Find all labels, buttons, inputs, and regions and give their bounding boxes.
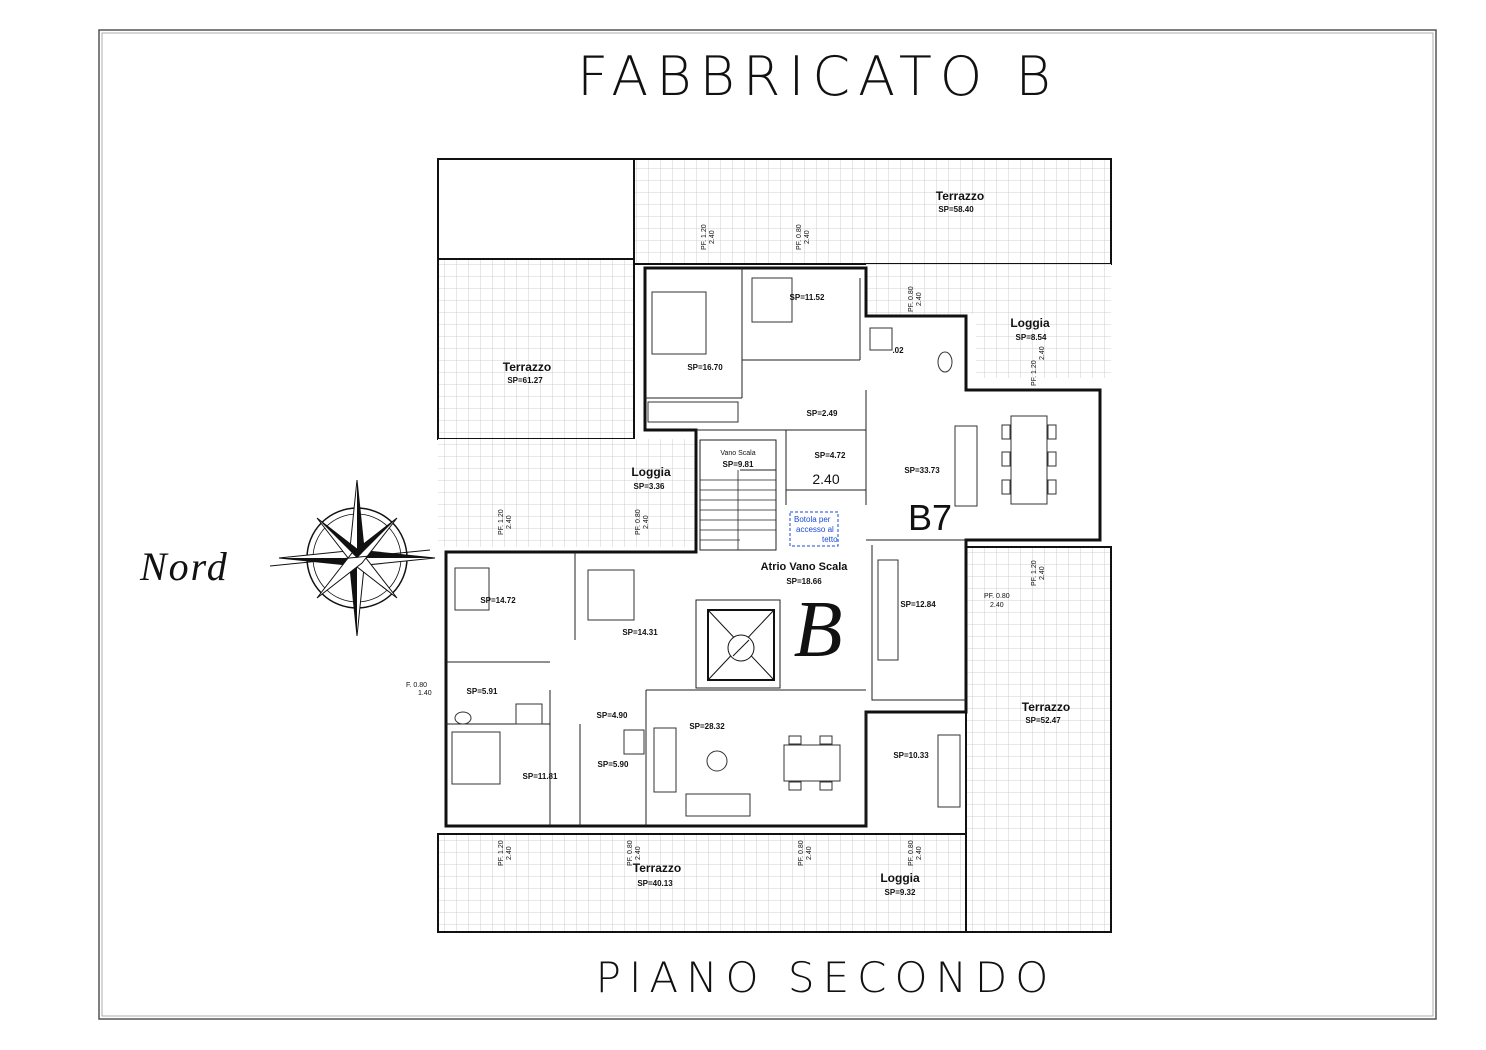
svg-text:2.40: 2.40 — [506, 515, 513, 529]
terrace-east — [965, 546, 1112, 933]
svg-text:PF. 0.80: PF. 0.80 — [796, 224, 803, 250]
terrace-north-east — [866, 264, 1111, 314]
terrace-south — [437, 833, 967, 933]
loggia-label: Loggia — [880, 871, 920, 885]
loggia-area: SP=8.54 — [1016, 333, 1047, 342]
terrace-area: SP=40.13 — [637, 879, 673, 888]
room-area: SP=12.84 — [900, 600, 936, 609]
unit-code: B7 — [908, 497, 952, 538]
room-area: SP=11.52 — [790, 293, 825, 302]
svg-text:F. 0.80: F. 0.80 — [406, 682, 427, 689]
room-area: SP=4.90 — [597, 711, 628, 720]
svg-text:2.40: 2.40 — [916, 846, 923, 860]
svg-text:PF. 0.80: PF. 0.80 — [984, 593, 1010, 600]
room-area: SP=33.73 — [904, 466, 940, 475]
loggia-area: SP=9.32 — [885, 888, 916, 897]
svg-text:PF. 0.80: PF. 0.80 — [798, 840, 805, 866]
hatch-outline — [789, 511, 839, 547]
room-area: SP=16.70 — [687, 363, 723, 372]
terrace-area: SP=52.47 — [1025, 716, 1061, 725]
terrace-label: Terrazzo — [633, 861, 681, 875]
building-letter: B — [794, 586, 843, 674]
elevator-shaft — [707, 609, 775, 681]
terrace-north — [633, 158, 1112, 265]
loggia-label: Loggia — [1010, 316, 1050, 330]
svg-text:2.40: 2.40 — [506, 846, 513, 860]
hatch-note: accesso al — [796, 525, 834, 534]
svg-text:PF. 0.80: PF. 0.80 — [627, 840, 634, 866]
terrace-area: SP=58.40 — [938, 205, 974, 214]
terrace-area: SP=61.27 — [507, 376, 543, 385]
stair-label: Vano Scala — [720, 450, 755, 457]
sheet-frame-inner — [101, 32, 1434, 1017]
loggia-area: SP=3.36 — [634, 482, 665, 491]
svg-text:1.40: 1.40 — [418, 690, 432, 697]
room-area: SP=4.72 — [815, 451, 846, 460]
room-area: SP=2.49 — [807, 409, 838, 418]
svg-text:2.40: 2.40 — [635, 846, 642, 860]
svg-text:PF. 1.20: PF. 1.20 — [498, 840, 505, 866]
svg-text:2.40: 2.40 — [1039, 346, 1046, 360]
north-label: Nord — [139, 544, 229, 589]
svg-text:2.40: 2.40 — [709, 230, 716, 244]
atrium-label: Atrio Vano Scala — [761, 561, 849, 573]
svg-text:PF. 1.20: PF. 1.20 — [701, 224, 708, 250]
room-area: SP=28.32 — [689, 722, 725, 731]
svg-text:2.40: 2.40 — [806, 846, 813, 860]
terrace-label: Terrazzo — [503, 360, 551, 374]
svg-text:2.40: 2.40 — [990, 602, 1004, 609]
svg-text:PF. 0.80: PF. 0.80 — [908, 840, 915, 866]
drawing-title: FABBRICATO B — [577, 45, 1059, 108]
room-area: SP=5.91 — [467, 687, 498, 696]
compass-rose-icon — [278, 479, 436, 637]
interior-walls — [446, 268, 966, 826]
stair-area: SP=9.81 — [723, 460, 754, 469]
svg-text:PF. 1.20: PF. 1.20 — [1031, 360, 1038, 386]
sheet-frame — [98, 29, 1437, 1020]
room-area: SP=10.33 — [893, 751, 929, 760]
terrace-west — [437, 258, 635, 440]
stair-dimension: 2.40 — [812, 471, 839, 487]
roof-corner — [437, 158, 635, 260]
svg-text:2.40: 2.40 — [643, 515, 650, 529]
terrace-label: Terrazzo — [1022, 700, 1070, 714]
room-area: SP=14.31 — [622, 628, 658, 637]
svg-text:2.40: 2.40 — [916, 292, 923, 306]
svg-text:PF. 0.80: PF. 0.80 — [635, 509, 642, 535]
building-outline — [444, 266, 1102, 828]
drawing-subtitle: PIANO SECONDO — [596, 953, 1057, 1002]
room-area: SP=5.90 — [598, 760, 629, 769]
atrium-area: SP=18.66 — [786, 577, 822, 586]
room-area: .02 — [892, 346, 904, 355]
svg-text:PF. 0.80: PF. 0.80 — [908, 286, 915, 312]
hatch-note: Botola per — [794, 515, 831, 524]
loggia-north-east — [976, 314, 1111, 378]
stair-flight — [699, 439, 777, 551]
window-tags: PF. 1.20 2.40 PF. 0.80 2.40 PF. 0.80 2.4… — [406, 224, 1046, 866]
room-area: SP=14.72 — [480, 596, 516, 605]
svg-text:PF. 1.20: PF. 1.20 — [1031, 560, 1038, 586]
svg-text:PF. 1.20: PF. 1.20 — [498, 509, 505, 535]
loggia-west — [438, 439, 696, 547]
north-line — [269, 549, 431, 567]
hatch-note: tetto — [822, 535, 838, 544]
room-area: SP=11.81 — [523, 772, 558, 781]
terrace-label: Terrazzo — [936, 189, 984, 203]
svg-text:2.40: 2.40 — [1039, 566, 1046, 580]
furniture — [451, 277, 1057, 817]
loggia-label: Loggia — [631, 465, 671, 479]
svg-text:2.40: 2.40 — [804, 230, 811, 244]
